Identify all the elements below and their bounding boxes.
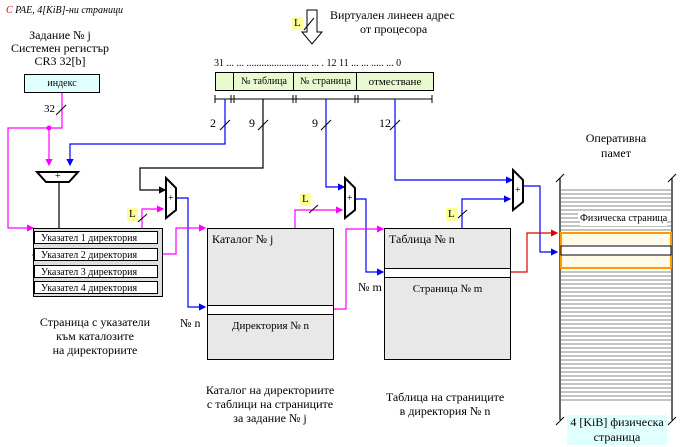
adder-4-icon xyxy=(512,167,524,213)
address-format: № таблица № страница отместване xyxy=(215,72,434,91)
width-9-page: 9 xyxy=(312,116,318,130)
wire-offset xyxy=(394,99,514,184)
directory-caption-1: Каталог на директориите xyxy=(205,383,335,397)
l-marker-input: L xyxy=(292,17,303,30)
wire-directory-to-table xyxy=(333,225,385,310)
directory-catalog: Каталог № j Директория № n xyxy=(207,228,334,360)
cr3-index-box: индекс xyxy=(24,74,100,93)
page-table-title: Таблица № n xyxy=(389,232,455,246)
memory-title-2: памет xyxy=(601,146,631,160)
field-pdpt xyxy=(216,73,233,90)
l-marker-pdpt: L xyxy=(127,208,138,221)
memory-footer: 4 [KiB] физическа страница xyxy=(567,415,667,445)
adder-2-icon xyxy=(165,175,177,221)
adder-1-symbol: + xyxy=(55,171,61,182)
adder-4-symbol: + xyxy=(515,185,521,196)
bit-range-markers xyxy=(214,95,433,103)
width-2: 2 xyxy=(210,116,216,130)
pdpt-caption-2: към каталозите xyxy=(56,329,134,343)
pdpt-entry-3: Указател 3 директория xyxy=(34,265,158,278)
page-table-caption-2: в директория № n xyxy=(399,404,491,418)
pdpt-entry-2: Указател 2 директория xyxy=(34,248,158,261)
virtual-address-source: от процесора xyxy=(360,22,428,36)
page-table-entry-row xyxy=(385,268,510,278)
width-12: 12 xyxy=(379,116,391,130)
wire-adder4-out xyxy=(524,185,559,256)
pdpt-entry-1: Указател 1 директория xyxy=(34,231,158,244)
directory-title: Каталог № j xyxy=(212,232,274,246)
diagram-title: C PAE, 4[KiB]-ни страници xyxy=(6,5,123,16)
adder-3-symbol: + xyxy=(347,193,353,204)
memory-column xyxy=(555,173,677,426)
physical-page-label: Физическа страница xyxy=(580,212,668,226)
bit-positions: 31 ... ... ......................... ...… xyxy=(214,58,402,69)
adder-1-icon xyxy=(34,171,81,183)
page-table-caption-1: Таблица на страниците xyxy=(385,390,505,404)
directory-caption-2: с таблици на страниците xyxy=(206,397,334,411)
width-9-table: 9 xyxy=(249,116,255,130)
field-table: № таблица xyxy=(233,73,294,90)
page-table-index-label: № m xyxy=(358,280,382,294)
adder-2-symbol: + xyxy=(168,193,174,204)
directory-caption-3: за задание № j xyxy=(233,411,307,425)
directory-entry-label: Директория № n xyxy=(231,320,310,332)
memory-title-1: Оперативна xyxy=(585,131,647,145)
pdpt-caption-3: на директориите xyxy=(52,343,138,357)
pdpt-page: Указател 1 директория Указател 2 директо… xyxy=(33,228,163,297)
l-marker-page-table: L xyxy=(446,208,457,221)
directory-entry-row xyxy=(208,305,333,315)
task-label: Задание № j xyxy=(29,28,91,42)
wire-directory-index xyxy=(139,99,264,194)
input-arrow-icon xyxy=(300,9,324,45)
wire-table-to-memory xyxy=(510,229,559,273)
virtual-address-label: Виртуален линеен адрес xyxy=(330,8,455,22)
cr3-width-label: 32 xyxy=(44,103,55,115)
pdpt-caption-1: Страница с указатели xyxy=(39,315,151,329)
directory-index-label: № n xyxy=(180,316,201,330)
system-register-label: Системен регистър xyxy=(10,41,110,55)
wire-table-index xyxy=(325,99,346,191)
physical-page-entry xyxy=(560,245,672,256)
page-table-entry-label: Страница № m xyxy=(412,283,483,295)
page-table: Таблица № n Страница № m xyxy=(384,228,511,360)
adder-3-icon xyxy=(344,175,356,221)
wire-adder2-out xyxy=(177,197,207,311)
wire-adder3-out xyxy=(356,198,385,276)
pdpt-entry-4: Указател 4 директория xyxy=(34,281,158,294)
wire-cr3 xyxy=(7,93,63,232)
wire-pdpt-index xyxy=(66,99,226,167)
field-offset: отместване xyxy=(356,73,433,90)
l-marker-directory: L xyxy=(300,193,311,206)
wire-pdpt-to-directory xyxy=(161,224,207,255)
field-page: № страница xyxy=(293,73,357,90)
cr3-label: CR3 32[b] xyxy=(34,54,86,68)
